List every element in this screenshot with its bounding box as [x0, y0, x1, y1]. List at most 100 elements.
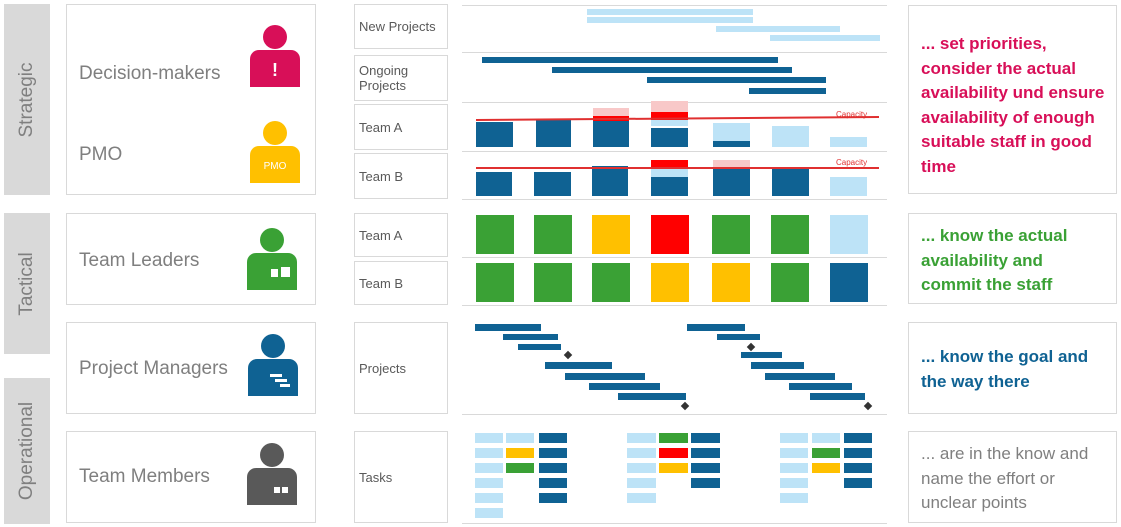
new-project-bar: [587, 9, 753, 15]
gantt-bar: [503, 334, 558, 340]
capacity-bar: [651, 177, 688, 196]
row-label-team-a-tactical: Team A: [354, 213, 448, 257]
gantt-bar: [618, 393, 686, 400]
capacity-bar-overload: [651, 112, 688, 120]
ongoing-projects-bars: [482, 57, 826, 94]
capacity-bar: [772, 126, 809, 147]
capacity-bar-overload: [651, 160, 688, 168]
status-square: [651, 263, 689, 302]
statement-project-managers: ... know the goal and the way there: [908, 322, 1117, 414]
new-projects-bars: [587, 9, 880, 41]
status-square: [771, 263, 809, 302]
role-project-managers: Project Managers: [79, 358, 228, 379]
gantt-mini-icon: [270, 374, 282, 377]
row-label-projects: Projects: [354, 322, 448, 414]
gantt-bar: [717, 334, 760, 340]
status-square: [712, 263, 750, 302]
status-square: [592, 215, 630, 254]
capacity-bar: [476, 122, 513, 147]
gantt-bar: [741, 352, 782, 358]
new-project-bar: [770, 35, 880, 41]
project-gantt-2: [687, 324, 873, 411]
capacity-bar-overload: [713, 160, 750, 169]
gantt-bar: [765, 373, 835, 380]
status-square: [476, 215, 514, 254]
gantt-bar: [789, 383, 852, 390]
capacity-bar: [593, 121, 629, 147]
status-square: [830, 215, 868, 254]
task-mini-icon: [274, 487, 280, 493]
capacity-bar: [534, 172, 571, 196]
team-members-mini-icon: [271, 269, 278, 277]
row-label-new-projects: New Projects: [354, 4, 448, 49]
milestone-marker: [563, 350, 573, 360]
status-square: [534, 263, 572, 302]
team-a-status-squares: [476, 215, 868, 254]
milestone-marker: [746, 342, 756, 352]
capacity-bar-overload: [651, 101, 688, 112]
decision-maker-person-icon: !: [250, 25, 300, 87]
capacity-bar: [713, 141, 750, 147]
level-band-operational: Operational: [4, 378, 50, 524]
capacity-bar: [592, 166, 628, 196]
capacity-bar: [772, 168, 809, 196]
team-leader-person-icon: [247, 228, 297, 290]
project-manager-person-icon: [248, 334, 298, 396]
status-square: [712, 215, 750, 254]
capacity-bar: [713, 123, 750, 141]
ongoing-project-bar: [647, 77, 826, 83]
team-members-mini-icon-2: [281, 267, 290, 277]
status-square: [651, 215, 689, 254]
task-board-1: [475, 433, 567, 518]
status-square: [592, 263, 630, 302]
gantt-bar: [545, 362, 612, 369]
role-pmo: PMO: [79, 144, 123, 165]
new-project-bar: [716, 26, 840, 32]
capacity-bar: [651, 128, 688, 147]
status-square: [830, 263, 868, 302]
team-a-capacity-chart: Capacity: [475, 101, 880, 147]
gantt-bar: [475, 324, 541, 331]
status-square: [534, 215, 572, 254]
capacity-bar: [536, 120, 571, 147]
milestone-marker: [863, 401, 873, 411]
role-team-leaders: Team Leaders: [79, 250, 200, 271]
exclamation-icon: !: [272, 60, 278, 80]
milestone-marker: [680, 401, 690, 411]
task-board-3: [780, 433, 872, 503]
new-project-bar: [587, 17, 753, 23]
ongoing-project-bar: [749, 88, 826, 94]
capacity-bar: [651, 168, 688, 177]
capacity-label: Capacity: [836, 110, 867, 119]
gantt-bar: [687, 324, 745, 331]
statement-strategic: ... set priorities, consider the actual …: [908, 5, 1117, 194]
level-band-strategic: Strategic: [4, 4, 50, 195]
status-square: [476, 263, 514, 302]
statement-team-members: ... are in the know and name the effort …: [908, 431, 1117, 523]
ongoing-project-bar: [552, 67, 792, 73]
capacity-bar: [830, 177, 867, 196]
status-square: [771, 215, 809, 254]
team-member-person-icon: [247, 443, 297, 505]
project-gantt-1: [475, 324, 690, 411]
gantt-bar: [518, 344, 561, 350]
team-b-capacity-chart: Capacity: [476, 158, 879, 196]
role-team-members: Team Members: [79, 466, 210, 487]
gantt-bar: [565, 373, 645, 380]
row-label-tasks: Tasks: [354, 431, 448, 523]
capacity-line: [475, 116, 880, 121]
row-label-ongoing-projects: Ongoing Projects: [354, 55, 448, 101]
role-decision-makers: Decision-makers: [79, 63, 221, 84]
capacity-bar: [830, 137, 867, 147]
row-label-team-a-strategic: Team A: [354, 104, 448, 150]
gantt-bar: [751, 362, 804, 369]
gantt-bar: [589, 383, 660, 390]
capacity-bar-overload: [593, 108, 629, 116]
pmo-person-icon: PMO: [250, 121, 300, 183]
capacity-label: Capacity: [836, 158, 867, 167]
capacity-bar: [476, 172, 512, 196]
row-label-team-b-tactical: Team B: [354, 261, 448, 305]
capacity-bar: [651, 120, 688, 126]
team-b-status-squares: [476, 263, 868, 302]
